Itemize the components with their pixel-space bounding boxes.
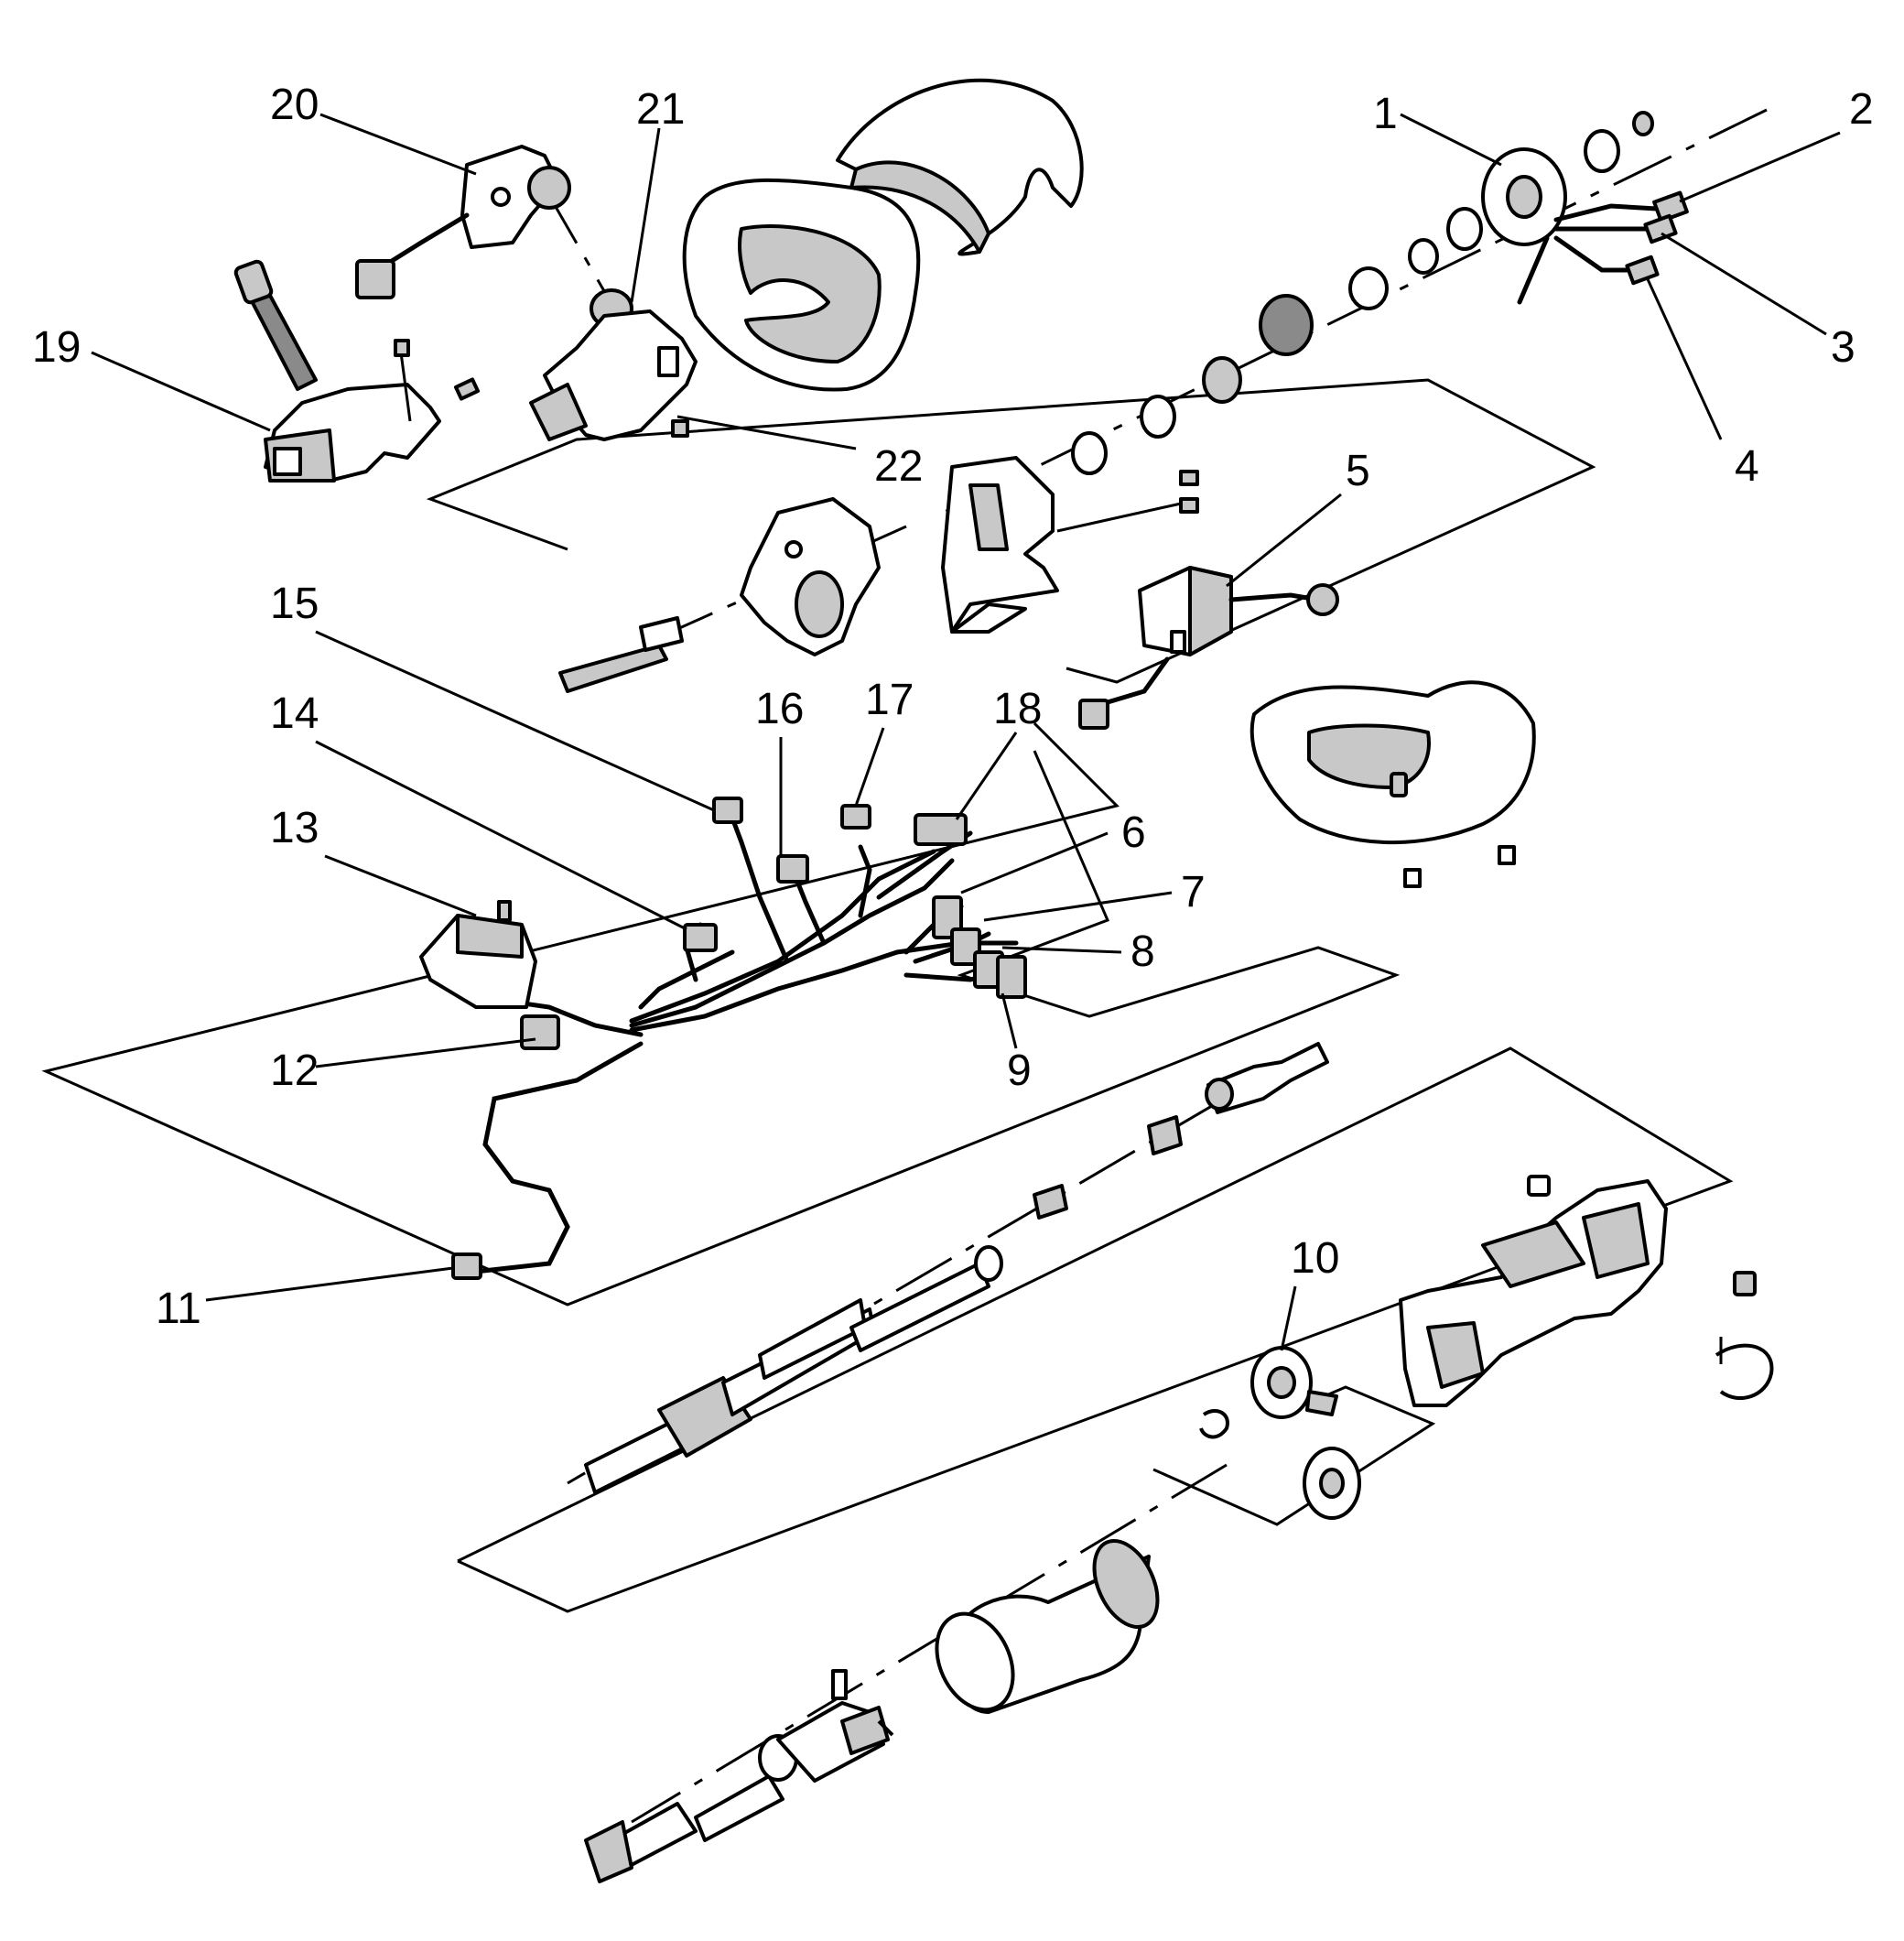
steering-shaft xyxy=(584,1042,1329,1494)
callout-2: 2 xyxy=(1849,85,1874,134)
leader-lines xyxy=(91,113,1841,1351)
callout-8: 8 xyxy=(1130,927,1155,976)
callout-5: 5 xyxy=(1346,447,1370,495)
centerlines xyxy=(543,108,1768,1824)
upper-shroud xyxy=(836,78,1084,256)
lower-shroud xyxy=(1250,680,1536,888)
centerline-lower xyxy=(631,1463,1228,1824)
callout-19: 19 xyxy=(32,323,81,372)
upper-axis-parts xyxy=(1071,111,1654,475)
callout-6: 6 xyxy=(1121,808,1146,857)
lower-bezel xyxy=(682,178,921,392)
frame-shaft-group xyxy=(457,1046,1734,1613)
dimmer-switch xyxy=(355,145,571,299)
callout-20: 20 xyxy=(270,81,319,129)
wiring-harness xyxy=(419,797,1027,1280)
module-5 xyxy=(1078,566,1339,730)
callout-16: 16 xyxy=(755,685,804,733)
callout-17: 17 xyxy=(865,676,914,724)
jacket-tube xyxy=(935,1538,1160,1714)
lock-housing xyxy=(558,497,881,693)
callout-labels: 1 2 3 4 5 6 7 8 9 10 11 12 13 14 15 16 1… xyxy=(32,81,1874,1333)
callout-21: 21 xyxy=(636,85,685,134)
group-frames xyxy=(41,378,1734,1613)
callout-15: 15 xyxy=(270,580,319,628)
callout-1: 1 xyxy=(1373,90,1398,138)
callout-9: 9 xyxy=(1007,1046,1032,1095)
clock-spring xyxy=(1481,147,1689,305)
callout-12: 12 xyxy=(270,1046,319,1095)
callout-3: 3 xyxy=(1831,323,1855,372)
intermediate-shaft xyxy=(584,1669,894,1883)
upper-bracket xyxy=(941,456,1199,634)
callout-22: 22 xyxy=(874,442,923,491)
callout-18: 18 xyxy=(993,685,1042,733)
column-housing xyxy=(1399,1175,1774,1407)
callout-13: 13 xyxy=(270,804,319,852)
callout-11: 11 xyxy=(156,1285,201,1333)
callout-4: 4 xyxy=(1735,442,1759,491)
callout-7: 7 xyxy=(1181,868,1206,916)
frame-switch-group xyxy=(426,378,1596,684)
ignition-switch xyxy=(529,288,698,441)
bearing-assembly xyxy=(1199,1346,1361,1520)
callout-14: 14 xyxy=(270,689,319,738)
multifunction-switch xyxy=(233,259,481,483)
callout-10: 10 xyxy=(1291,1234,1339,1283)
